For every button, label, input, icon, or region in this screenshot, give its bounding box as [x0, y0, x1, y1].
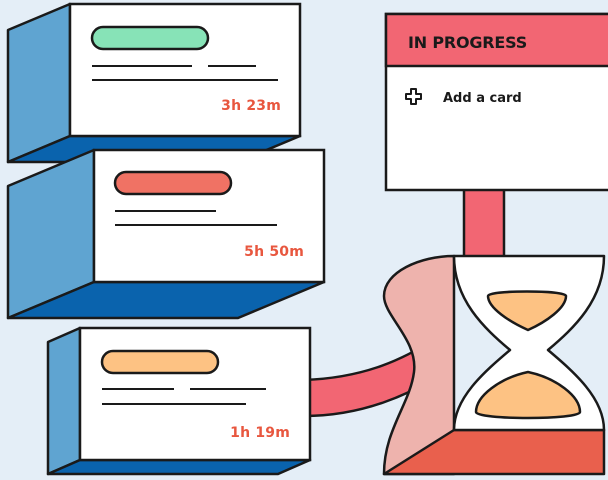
- panel-title: IN PROGRESS: [408, 33, 527, 52]
- card-2-face: [92, 148, 326, 284]
- card-1-time: 3h 23m: [221, 98, 281, 114]
- task-card-2: 5h 50m: [6, 148, 326, 320]
- in-progress-panel: IN PROGRESS Add a card: [384, 12, 608, 192]
- card-1-side: [6, 2, 72, 164]
- hourglass-bottom-sand: [474, 370, 582, 420]
- task-card-3: 1h 19m: [46, 326, 312, 476]
- add-card-label: Add a card: [443, 91, 522, 106]
- card-3-bottom: [46, 458, 312, 476]
- card-3-side: [46, 326, 82, 476]
- task-card-1: 3h 23m: [6, 2, 302, 164]
- hourglass-top-sand: [486, 290, 568, 332]
- card-2-label-pill: [113, 170, 233, 196]
- card-1-label-pill: [90, 25, 210, 51]
- panel-header: [384, 12, 608, 68]
- plus-outline-icon: [405, 88, 422, 105]
- card-1-face: [68, 2, 302, 138]
- add-card-button[interactable]: Add a card: [405, 88, 522, 106]
- card-2-time: 5h 50m: [244, 244, 304, 260]
- hourglass-icon: [382, 254, 606, 476]
- hourglass-shadow: [382, 254, 456, 476]
- card-3-time: 1h 19m: [230, 425, 290, 441]
- card-3-label-pill: [100, 349, 220, 375]
